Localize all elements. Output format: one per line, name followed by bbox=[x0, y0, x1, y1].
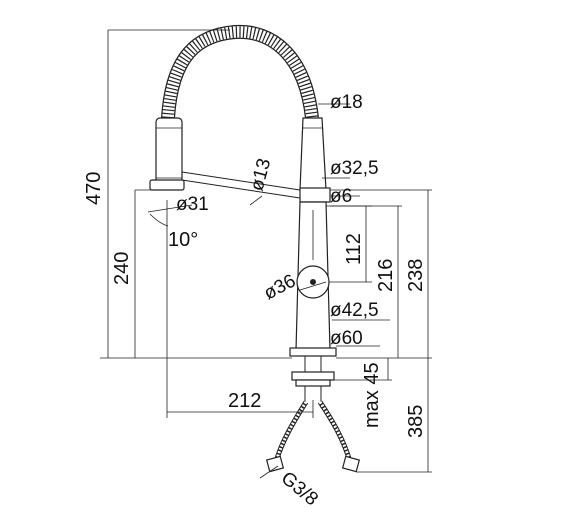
label-d60: ø60 bbox=[330, 328, 363, 349]
mounting-hardware bbox=[291, 356, 335, 408]
label-216: 216 bbox=[375, 259, 397, 292]
label-d42-5: ø42,5 bbox=[330, 300, 379, 321]
spray-head bbox=[149, 117, 185, 191]
dimension-lines bbox=[100, 29, 432, 479]
spring-hose bbox=[161, 24, 319, 119]
label-385: 385 bbox=[405, 405, 427, 438]
label-d36: ø36 bbox=[260, 270, 299, 304]
label-212: 212 bbox=[228, 390, 261, 412]
label-d31: ø31 bbox=[176, 194, 209, 215]
label-d13: ø13 bbox=[247, 156, 276, 193]
label-238: 238 bbox=[405, 259, 427, 292]
label-max45: max 45 bbox=[361, 362, 383, 428]
label-d18: ø18 bbox=[330, 92, 363, 113]
label-470: 470 bbox=[83, 172, 105, 205]
label-g3-8: G3/8 bbox=[277, 468, 322, 511]
faucet-body bbox=[289, 117, 337, 357]
label-d6: ø6 bbox=[330, 186, 352, 207]
label-10-degree: 10° bbox=[168, 229, 198, 251]
support-arm bbox=[181, 171, 301, 199]
label-240: 240 bbox=[111, 252, 133, 285]
label-d32-5: ø32,5 bbox=[330, 158, 379, 179]
label-112: 112 bbox=[343, 233, 365, 265]
supply-hoses bbox=[265, 400, 361, 473]
